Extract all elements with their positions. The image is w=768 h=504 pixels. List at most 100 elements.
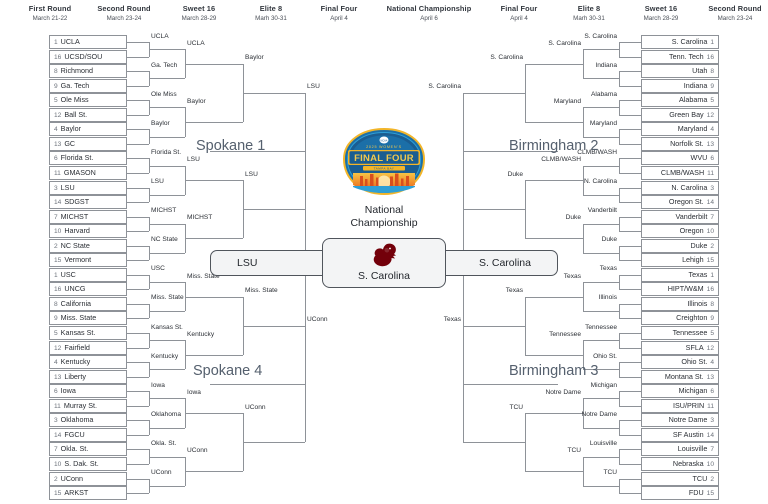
sweet-16-label[interactable]: UConn (187, 447, 208, 455)
first-round-slot[interactable]: Montana St.13 (641, 369, 719, 384)
second-round-label[interactable]: CLMB/WASH (577, 148, 617, 156)
second-round-label[interactable]: Oklahoma (151, 410, 182, 418)
sweet-16-label[interactable]: Tennessee (549, 330, 581, 338)
second-round-label[interactable]: Florida St. (151, 148, 182, 156)
second-round-label[interactable]: Notre Dame (581, 410, 617, 418)
second-round-label[interactable]: Tennessee (585, 323, 617, 331)
second-round-label[interactable]: UCLA (151, 32, 169, 40)
sweet-16-label[interactable]: S. Carolina (548, 39, 581, 47)
second-round-label[interactable]: Alabama (590, 90, 617, 98)
second-round-label[interactable]: Michigan (590, 381, 617, 389)
sweet-16-label[interactable]: Iowa (187, 389, 201, 396)
second-round-label[interactable]: NC State (151, 236, 178, 244)
second-round-label[interactable]: LSU (151, 178, 164, 185)
second-round-label[interactable]: Ohio St. (593, 352, 617, 360)
final-four-label[interactable]: UConn (307, 316, 328, 324)
sweet-16-label[interactable]: Kentucky (187, 330, 215, 338)
elite-8-label[interactable]: Texas (505, 287, 523, 295)
second-round-label[interactable]: Vanderbilt (587, 207, 617, 215)
sweet-16-label[interactable]: Baylor (187, 98, 206, 105)
second-round-label[interactable]: USC (151, 265, 165, 273)
second-round-label[interactable]: Louisville (589, 439, 617, 447)
final-four-label[interactable]: Texas (443, 316, 461, 324)
second-round-label[interactable]: Kentucky (151, 352, 179, 360)
elite-8-label[interactable]: Baylor (245, 54, 264, 62)
elite-8-label[interactable]: Miss. State (245, 287, 278, 295)
first-round-slot[interactable]: Oregon St.14 (641, 195, 719, 210)
second-round-label[interactable]: Ole Miss (151, 90, 177, 98)
sweet-16-label[interactable]: CLMB/WASH (541, 156, 581, 164)
second-round-label[interactable]: Duke (601, 236, 617, 244)
second-round-label[interactable]: Illinois (598, 294, 617, 302)
second-round-label[interactable]: N. Carolina (584, 178, 617, 185)
second-round-label[interactable]: Miss. State (151, 294, 184, 302)
final-four-label[interactable]: S. Carolina (428, 83, 461, 91)
sweet-16-label[interactable]: Notre Dame (545, 389, 581, 396)
second-round-label[interactable]: S. Carolina (584, 32, 617, 40)
sweet-16-label[interactable]: UCLA (187, 39, 205, 47)
first-round-slot[interactable]: Norfolk St.13 (641, 136, 719, 151)
elite-8-label[interactable]: UConn (245, 403, 266, 411)
second-round-label[interactable]: MICHST (151, 207, 177, 215)
elite-8-label[interactable]: LSU (245, 170, 258, 178)
sweet-16-label[interactable]: LSU (187, 156, 200, 164)
sweet-16-label[interactable]: Texas (563, 272, 581, 280)
sweet-16-label[interactable]: Miss. State (187, 272, 220, 280)
champion-box[interactable]: S. Carolina (322, 238, 446, 288)
sweet-16-label[interactable]: MICHST (187, 214, 213, 222)
second-round-label[interactable]: UConn (151, 469, 172, 476)
second-round-label[interactable]: Maryland (589, 119, 617, 127)
second-round-label[interactable]: Okla. St. (151, 439, 177, 447)
